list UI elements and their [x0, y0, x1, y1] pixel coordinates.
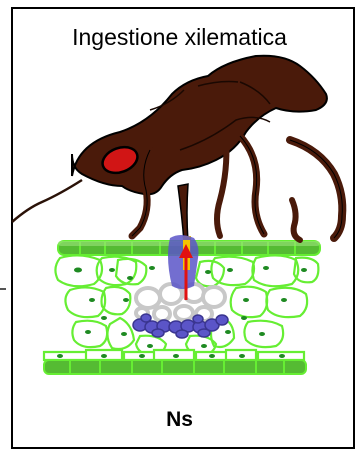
insect-leg-hind	[290, 140, 342, 238]
insect-rostrum	[178, 184, 188, 242]
insect-antenna	[12, 180, 82, 222]
waveform-label: Ns	[0, 408, 359, 432]
lower-epidermis	[44, 350, 306, 374]
diagram-title: Ingestione xilematica	[0, 24, 359, 51]
insect-leg-middle	[240, 136, 264, 234]
insect-body	[72, 56, 327, 195]
